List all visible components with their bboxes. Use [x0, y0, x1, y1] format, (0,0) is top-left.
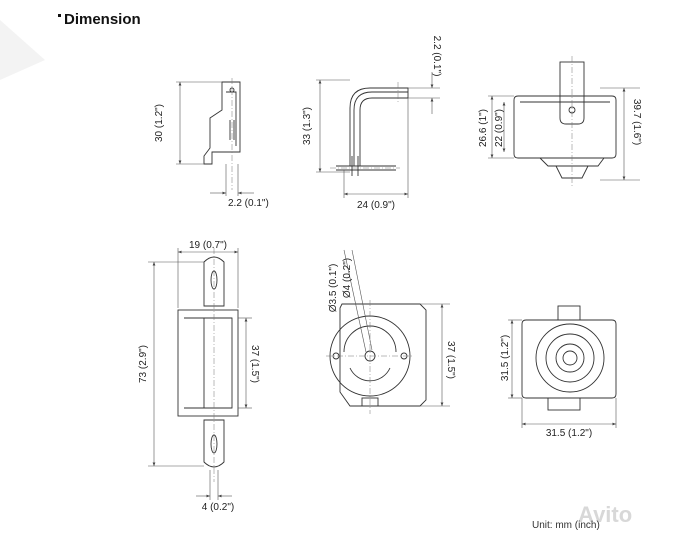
dim-plate-width: 19 (0.7"): [189, 240, 227, 251]
view-side-bracket: 30 (1.2") 2.2 (0.1"): [154, 78, 269, 209]
dim-front-height: 31.5 (1.2"): [500, 335, 511, 381]
dim-arm-depth: 24 (0.9"): [357, 200, 395, 211]
dim-arm-height: 33 (1.3"): [302, 107, 313, 145]
watermark: Avito: [578, 502, 633, 527]
section-title: Dimension: [64, 10, 141, 28]
dim-ring-height: 37 (1.5"): [445, 341, 456, 379]
view-camera-front: 31.5 (1.2") 31.5 (1.2"): [500, 305, 617, 439]
dim-side-height: 30 (1.2"): [154, 104, 165, 142]
dim-camera-body-height: 26.6 (1"): [478, 109, 489, 147]
dim-arm-top-thickness: 2.2 (0.1"): [431, 36, 442, 77]
view-mounting-plate: 19 (0.7") 73 (2.9") 37 (1.5") 4 (0.2"): [138, 240, 260, 513]
bullet-icon: [58, 13, 61, 17]
dim-ring-hole-large: Ø4 (0.2"): [342, 258, 353, 298]
view-camera-side: 26.6 (1") 22 (0.9") 39.7 (1.6"): [478, 56, 642, 186]
dim-plate-length: 73 (2.9"): [138, 345, 149, 383]
dim-plate-slot-width: 4 (0.2"): [202, 502, 234, 513]
view-l-arm: 33 (1.3") 2.2 (0.1") 24 (0.9"): [302, 36, 442, 211]
section-header: Dimension: [58, 8, 141, 30]
dim-ring-hole-small: Ø3.5 (0.1"): [328, 264, 339, 313]
unit-note: Unit: mm (inch): [532, 520, 600, 531]
dim-camera-inner-height: 22 (0.9"): [494, 109, 505, 147]
dim-camera-total-height: 39.7 (1.6"): [631, 99, 642, 145]
dim-side-thickness: 2.2 (0.1"): [228, 198, 269, 209]
watermark-shape: [0, 20, 45, 80]
view-adjustment-ring: Ø3.5 (0.1") Ø4 (0.2") 37 (1.5"): [326, 249, 456, 414]
dim-front-width: 31.5 (1.2"): [546, 428, 592, 439]
dim-plate-mid-length: 37 (1.5"): [249, 345, 260, 383]
